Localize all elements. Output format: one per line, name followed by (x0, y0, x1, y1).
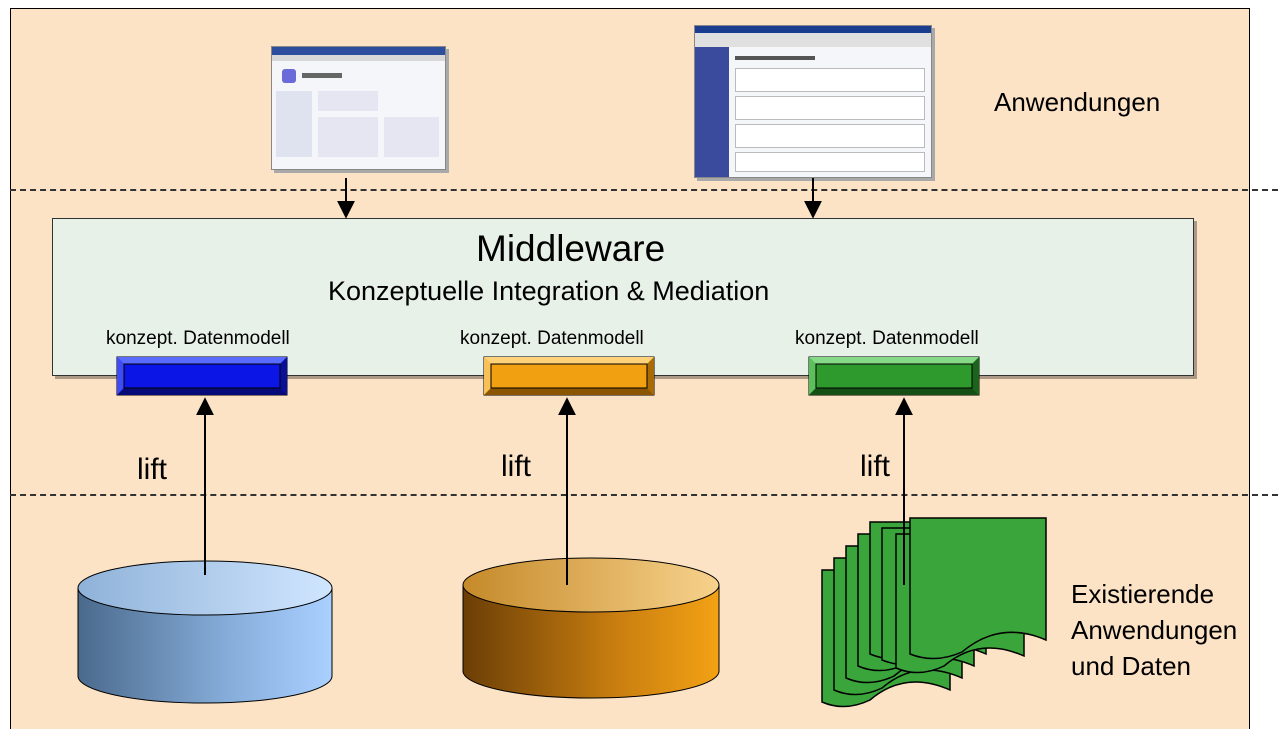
data-model-label-3: konzept. Datenmodell (795, 328, 979, 349)
data-model-bar-blue (116, 356, 288, 396)
existing-label-line2: Anwendungen (1071, 615, 1238, 645)
learning-plan-screenshot-image (694, 25, 932, 178)
lift-label-3: lift (860, 450, 890, 483)
applications-label: Anwendungen (994, 87, 1161, 117)
lift-label-1: lift (137, 453, 167, 486)
divider-applications (10, 189, 1278, 191)
document-stack-icon (821, 517, 1047, 708)
data-model-bar-orange (483, 356, 655, 396)
middleware-title: Middleware (476, 228, 666, 269)
database-cylinder-icon (77, 560, 333, 704)
data-model-label-1: konzept. Datenmodell (106, 328, 290, 349)
middleware-box (52, 218, 1194, 376)
database-cylinder-icon (462, 557, 720, 699)
data-model-bar-green (808, 356, 980, 396)
existing-label: Existierende Anwendungen und Daten (1071, 576, 1237, 684)
middleware-subtitle: Konzeptuelle Integration & Mediation (328, 276, 770, 306)
existing-label-line1: Existierende (1071, 579, 1215, 609)
portal-screenshot-image (271, 46, 446, 170)
divider-sources (10, 494, 1278, 496)
lift-label-2: lift (501, 450, 531, 483)
existing-label-line3: und Daten (1071, 651, 1191, 681)
data-model-label-2: konzept. Datenmodell (460, 328, 644, 349)
